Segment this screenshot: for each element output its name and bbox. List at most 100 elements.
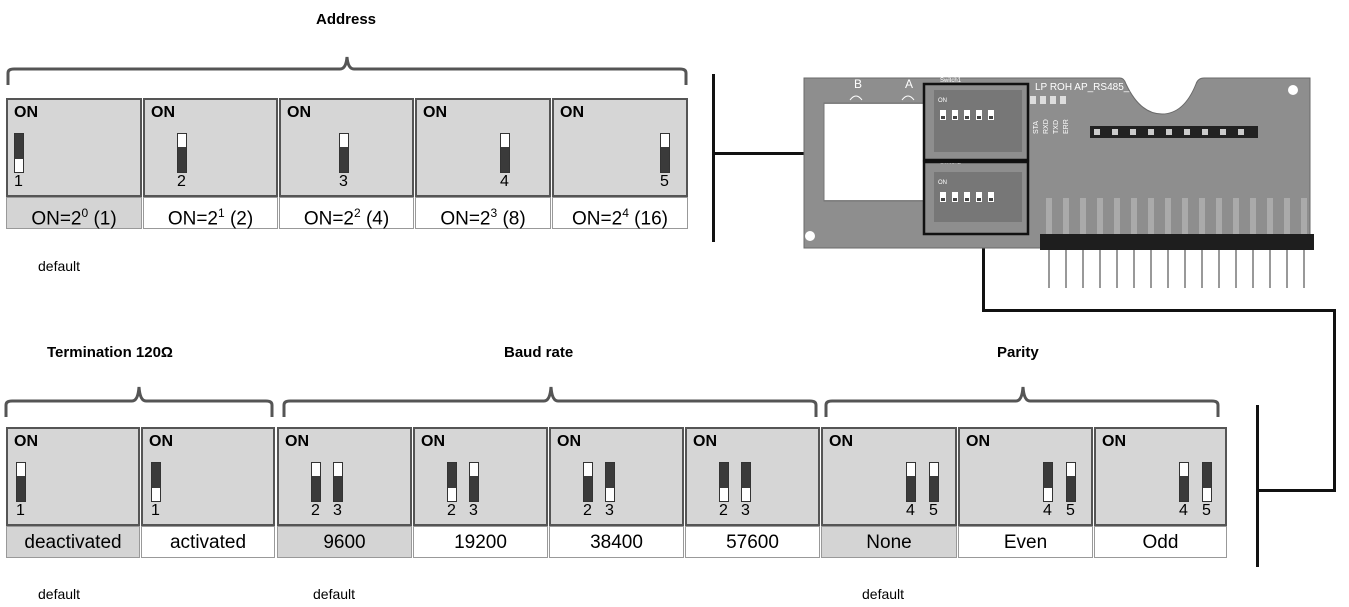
dip-number: 1 (16, 502, 25, 519)
address-default-label: default (38, 258, 81, 274)
address-title: Address (316, 11, 377, 28)
parity-option-None: None (821, 526, 957, 558)
on-label: ON (421, 433, 445, 450)
dip-toggle (583, 462, 593, 502)
address-brace (6, 56, 688, 85)
dip-toggle (311, 462, 321, 502)
dip-number: 5 (929, 502, 938, 519)
dip-toggle (929, 462, 939, 502)
dip-toggle-knob (15, 134, 23, 159)
svg-text:TXD: TXD (1053, 120, 1060, 134)
dip-number: 4 (1179, 502, 1188, 519)
parity-option-Even: Even (958, 526, 1093, 558)
address-exponent: 1 (217, 206, 225, 220)
dip-number: 3 (741, 502, 750, 519)
connector-address-horizontal (714, 152, 818, 155)
dip-toggle (14, 133, 24, 173)
dip-toggle-knob (584, 476, 592, 501)
dip-toggle-knob (340, 147, 348, 172)
svg-text:ON: ON (938, 98, 947, 104)
parity-brace (824, 386, 1220, 417)
connector-address-vertical (712, 74, 715, 242)
dip-toggle (1179, 462, 1189, 502)
dip-toggle (1066, 462, 1076, 502)
on-label: ON (285, 433, 309, 450)
connector-lower-vertical (1256, 405, 1259, 567)
dip-toggle-knob (312, 476, 320, 501)
termination-switch-deactivated: ON 1 (6, 427, 140, 526)
dip-toggle-knob (742, 463, 750, 488)
on-label: ON (14, 104, 38, 121)
dip-toggle (469, 462, 479, 502)
dip-number: 4 (906, 502, 915, 519)
baud-rate-title: Baud rate (504, 344, 574, 361)
dip-toggle-knob (1044, 463, 1052, 488)
termination-default-label: default (38, 586, 81, 602)
dip-toggle-knob (178, 147, 186, 172)
on-label: ON (829, 433, 853, 450)
terminal-b-label: B (854, 77, 862, 91)
board-part-label: LP ROH AP_RS485_M/L (1035, 82, 1146, 93)
parity-option-Odd: Odd (1094, 526, 1227, 558)
on-label: ON (151, 104, 175, 121)
dip-number: 1 (14, 173, 23, 190)
dip-toggle (605, 462, 615, 502)
switch1-label: Switch1 (940, 78, 962, 84)
dip-toggle-knob (1180, 476, 1188, 501)
dip-toggle-knob (470, 476, 478, 501)
baud-rate-option-57600: 57600 (685, 526, 820, 558)
on-label: ON (149, 433, 173, 450)
dip-number: 5 (660, 173, 669, 190)
address-exponent: 2 (353, 206, 361, 220)
on-label: ON (693, 433, 717, 450)
connector-bottom-horizontal (1257, 489, 1336, 492)
connector-switch2-vertical (982, 228, 985, 312)
dip-toggle (500, 133, 510, 173)
address-exponent: 3 (490, 206, 498, 220)
dip-number: 2 (719, 502, 728, 519)
dip-toggle (741, 462, 751, 502)
dip-toggle-knob (17, 476, 25, 501)
connector-switch2-horizontal (982, 309, 1336, 312)
dip-number: 2 (311, 502, 320, 519)
baud-rate-default-label: default (313, 586, 356, 602)
termination-brace (4, 386, 274, 417)
address-value-3: ON=22 (4) (279, 197, 414, 229)
dip-toggle-knob (501, 147, 509, 172)
dip-toggle (151, 462, 161, 502)
address-value-4: ON=23 (8) (415, 197, 551, 229)
dip-number: 3 (339, 173, 348, 190)
dip-toggle-knob (930, 476, 938, 501)
dip-toggle-knob (907, 476, 915, 501)
dip-toggle (333, 462, 343, 502)
on-label: ON (423, 104, 447, 121)
parity-default-label: default (862, 586, 905, 602)
dip-toggle-knob (1067, 476, 1075, 501)
dip-toggle-knob (152, 463, 160, 488)
dip-toggle (906, 462, 916, 502)
on-label: ON (557, 433, 581, 450)
address-exponent: 0 (81, 206, 89, 220)
dip-number: 3 (333, 502, 342, 519)
on-label: ON (14, 433, 38, 450)
on-label: ON (560, 104, 584, 121)
dip-toggle-knob (661, 147, 669, 172)
baud-rate-option-9600: 9600 (277, 526, 412, 558)
dip-toggle (1202, 462, 1212, 502)
dip-number: 2 (583, 502, 592, 519)
dip-number: 4 (1043, 502, 1052, 519)
termination-option-activated: activated (141, 526, 275, 558)
connector-right-vertical (1333, 309, 1336, 492)
dip-toggle-knob (720, 463, 728, 488)
parity-title: Parity (997, 344, 1039, 361)
